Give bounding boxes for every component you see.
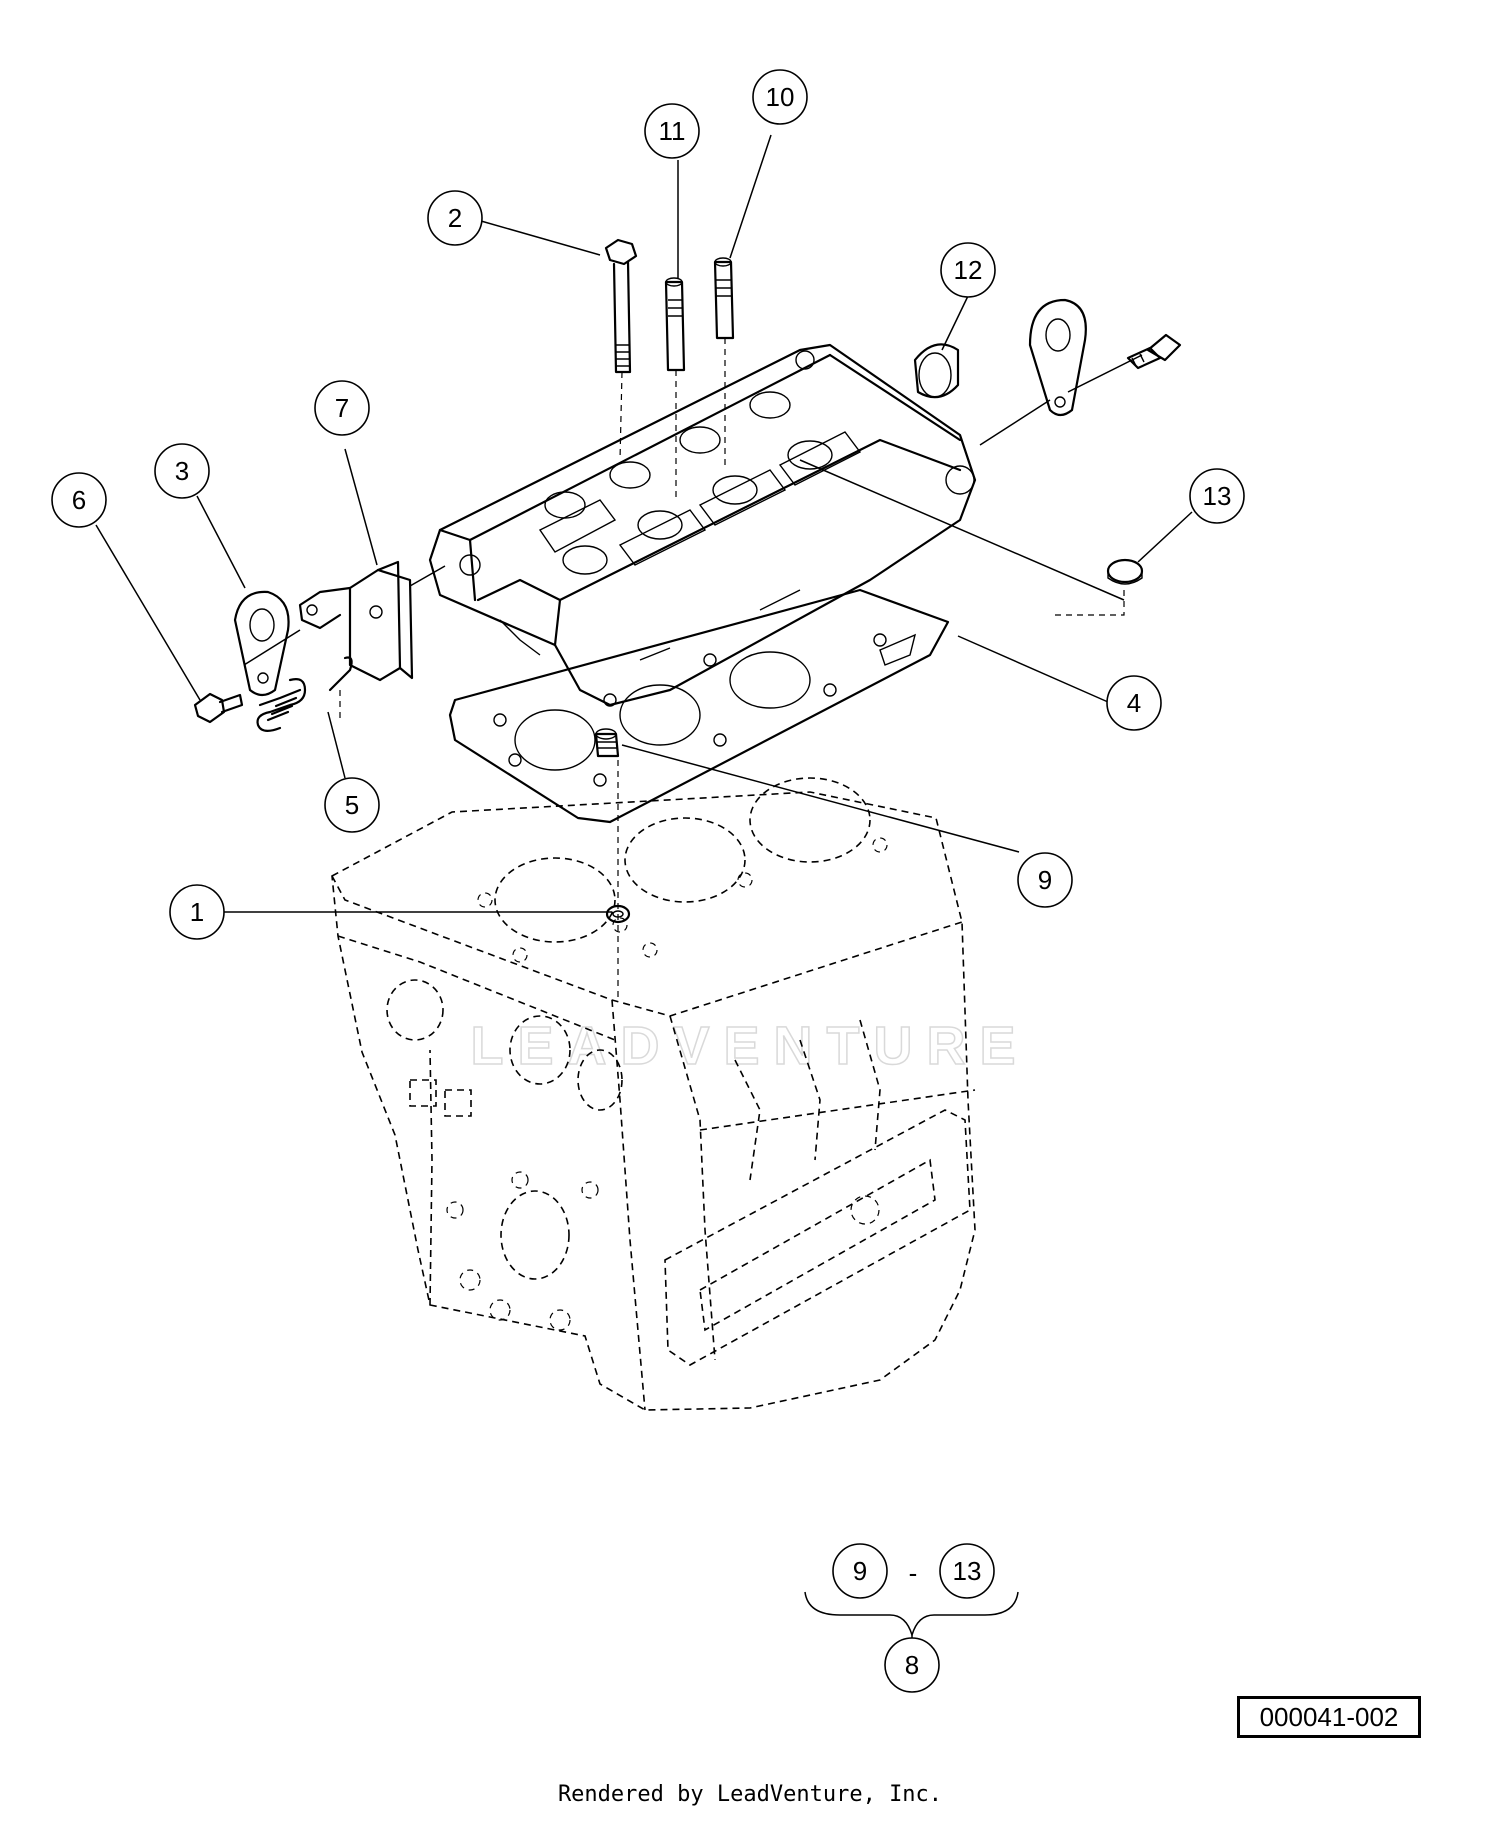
svg-text:4: 4 <box>1127 688 1141 718</box>
spring-5 <box>256 656 353 732</box>
svg-text:10: 10 <box>766 82 795 112</box>
stud-11 <box>664 277 686 372</box>
svg-text:13: 13 <box>1203 481 1232 511</box>
dowel-9 <box>594 728 620 758</box>
cylinder-head <box>428 343 977 707</box>
callout-3: 3 <box>154 443 210 499</box>
head-gasket <box>448 588 950 824</box>
callout-4: 4 <box>1106 675 1162 731</box>
leader-lines <box>95 134 1193 913</box>
svg-text:3: 3 <box>175 456 189 486</box>
callout-10: 10 <box>752 69 808 125</box>
svg-text:2: 2 <box>448 203 462 233</box>
alignment-lines <box>339 338 1125 1000</box>
callout-13: 13 <box>1189 468 1245 524</box>
kit-group: 9 - 13 8 <box>804 1543 1019 1693</box>
callout-5: 5 <box>324 777 380 833</box>
footer-credit: Rendered by LeadVenture, Inc. <box>557 1782 943 1807</box>
svg-text:7: 7 <box>335 393 349 423</box>
svg-text:-: - <box>909 1558 918 1588</box>
callout-6: 6 <box>51 472 107 528</box>
svg-text:9: 9 <box>853 1556 867 1586</box>
seal-13 <box>1106 558 1144 585</box>
svg-text:11: 11 <box>659 116 686 146</box>
svg-text:12: 12 <box>954 255 983 285</box>
callout-11: 11 <box>644 103 700 159</box>
callout-9: 9 <box>1017 852 1073 908</box>
engine-block <box>331 777 976 1411</box>
bolt-right <box>1126 333 1182 370</box>
watermark-text: LEADVENTURE <box>470 1016 1029 1076</box>
callout-12: 12 <box>940 242 996 298</box>
plug-12 <box>913 343 960 399</box>
lifting-bracket-3 <box>233 590 290 697</box>
callout-7: 7 <box>314 380 370 436</box>
svg-text:5: 5 <box>345 790 359 820</box>
callout-2: 2 <box>427 190 483 246</box>
stud-10 <box>713 257 735 340</box>
bolt-6 <box>193 692 244 724</box>
reference-code: 000041-002 <box>1237 1696 1421 1738</box>
bracket-7 <box>298 560 414 682</box>
lifting-bracket-right <box>1028 298 1087 417</box>
svg-text:1: 1 <box>190 897 204 927</box>
head-bolt <box>604 238 638 374</box>
svg-text:6: 6 <box>72 485 86 515</box>
callout-1: 1 <box>169 884 225 940</box>
svg-text:9: 9 <box>1038 865 1052 895</box>
svg-text:13: 13 <box>953 1556 982 1586</box>
svg-text:8: 8 <box>905 1650 919 1680</box>
